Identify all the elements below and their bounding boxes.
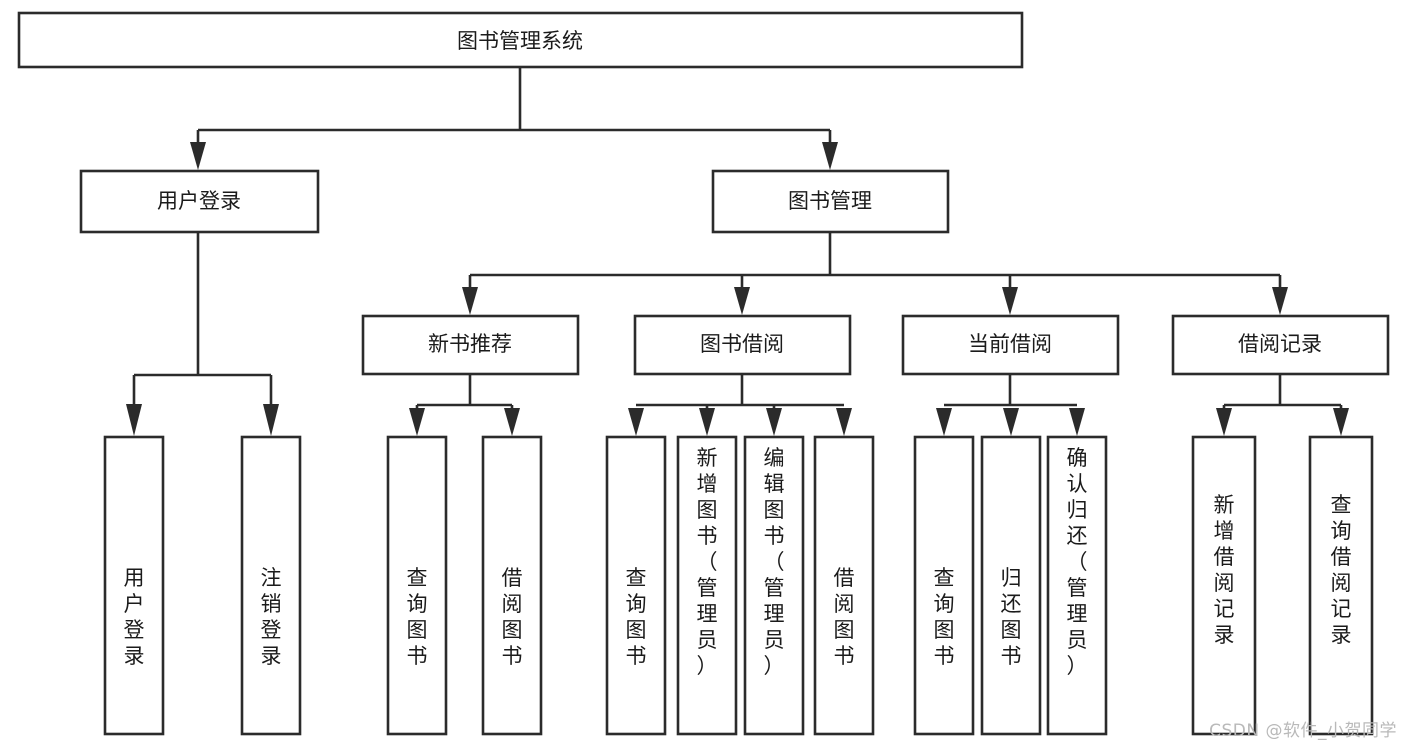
node-root-label: 图书管理系统 bbox=[457, 29, 583, 53]
connector-layer bbox=[126, 67, 1349, 436]
leaf-node-add-book-box[interactable] bbox=[676, 435, 738, 736]
leaf-node-query-book-1-box[interactable] bbox=[386, 435, 448, 736]
node-book-manage[interactable]: 图书管理 bbox=[711, 169, 950, 234]
node-borrow-record-label: 借阅记录 bbox=[1238, 332, 1322, 356]
arrow-to-current-borrow bbox=[1002, 287, 1018, 315]
arrow-to-user-login bbox=[190, 142, 206, 170]
node-borrow-record[interactable]: 借阅记录 bbox=[1171, 314, 1390, 376]
leaf-node-query-book-2-box[interactable] bbox=[605, 435, 667, 736]
leaf-node-query-borrow-record[interactable]: 查询借阅记录 bbox=[1308, 435, 1374, 736]
node-book-manage-label: 图书管理 bbox=[788, 189, 872, 213]
arrow-leaf-4 bbox=[504, 408, 520, 436]
node-user-login-label: 用户登录 bbox=[157, 189, 241, 213]
leaf-node-logout[interactable]: 注销登录 bbox=[240, 435, 302, 736]
node-book-borrow[interactable]: 图书借阅 bbox=[633, 314, 852, 376]
arrow-to-borrow-record bbox=[1272, 287, 1288, 315]
arrow-leaf-8 bbox=[836, 408, 852, 436]
leaf-node-borrow-book-1[interactable]: 借阅图书 bbox=[481, 435, 543, 736]
node-user-login[interactable]: 用户登录 bbox=[79, 169, 320, 234]
leaf-node-query-book-1-label: 查询图书 bbox=[407, 566, 428, 668]
leaf-node-add-book-label: 新增图书（管理员） bbox=[697, 446, 718, 678]
leaf-node-add-borrow-record-box[interactable] bbox=[1191, 435, 1257, 736]
leaf-node-edit-book[interactable]: 编辑图书（管理员） bbox=[743, 435, 805, 736]
node-current-borrow[interactable]: 当前借阅 bbox=[901, 314, 1120, 376]
leaf-node-confirm-return-box[interactable] bbox=[1046, 435, 1108, 736]
node-book-borrow-label: 图书借阅 bbox=[700, 332, 784, 356]
arrow-leaf-1 bbox=[126, 404, 142, 436]
leaf-node-borrow-book-1-box[interactable] bbox=[481, 435, 543, 736]
leaf-node-user-login-box[interactable] bbox=[103, 435, 165, 736]
leaf-node-query-book-3-box[interactable] bbox=[913, 435, 975, 736]
leaf-node-query-book-3[interactable]: 查询图书 bbox=[913, 435, 975, 736]
leaf-node-return-book[interactable]: 归还图书 bbox=[980, 435, 1042, 736]
leaf-node-confirm-return-label: 确认归还（管理员） bbox=[1067, 446, 1088, 678]
leaf-node-logout-box[interactable] bbox=[240, 435, 302, 736]
arrow-leaf-13 bbox=[1333, 408, 1349, 436]
arrow-to-new-books bbox=[462, 287, 478, 315]
leaf-node-query-book-2-label: 查询图书 bbox=[626, 566, 647, 668]
leaf-node-add-borrow-record[interactable]: 新增借阅记录 bbox=[1191, 435, 1257, 736]
node-root[interactable]: 图书管理系统 bbox=[17, 11, 1024, 69]
leaf-node-query-book-2[interactable]: 查询图书 bbox=[605, 435, 667, 736]
leaf-node-borrow-book-2-label: 借阅图书 bbox=[834, 566, 855, 668]
leaf-node-query-book-3-label: 查询图书 bbox=[934, 566, 955, 668]
arrow-leaf-6 bbox=[699, 408, 715, 436]
arrow-leaf-9 bbox=[936, 408, 952, 436]
leaf-node-return-book-label: 归还图书 bbox=[1001, 566, 1022, 668]
leaf-node-query-borrow-record-label: 查询借阅记录 bbox=[1331, 493, 1352, 647]
arrow-leaf-7 bbox=[766, 408, 782, 436]
leaf-node-return-book-box[interactable] bbox=[980, 435, 1042, 736]
leaf-node-borrow-book-2-box[interactable] bbox=[813, 435, 875, 736]
node-new-book-recommend[interactable]: 新书推荐 bbox=[361, 314, 580, 376]
leaf-node-logout-label: 注销登录 bbox=[261, 566, 282, 668]
leaf-node-add-book[interactable]: 新增图书（管理员） bbox=[676, 435, 738, 736]
node-current-borrow-box[interactable] bbox=[901, 314, 1120, 376]
leaf-node-query-book-1[interactable]: 查询图书 bbox=[386, 435, 448, 736]
arrow-leaf-5 bbox=[628, 408, 644, 436]
node-current-borrow-label: 当前借阅 bbox=[968, 332, 1052, 356]
arrow-leaf-10 bbox=[1003, 408, 1019, 436]
leaf-node-add-borrow-record-label: 新增借阅记录 bbox=[1214, 493, 1235, 647]
leaf-node-user-login-label: 用户登录 bbox=[124, 566, 145, 668]
leaf-node-borrow-book-2[interactable]: 借阅图书 bbox=[813, 435, 875, 736]
arrow-to-book-manage bbox=[822, 142, 838, 170]
leaf-node-user-login[interactable]: 用户登录 bbox=[103, 435, 165, 736]
node-new-book-recommend-box[interactable] bbox=[361, 314, 580, 376]
leaf-node-edit-book-label: 编辑图书（管理员） bbox=[764, 446, 785, 678]
arrow-leaf-12 bbox=[1216, 408, 1232, 436]
leaf-node-edit-book-box[interactable] bbox=[743, 435, 805, 736]
arrow-leaf-11 bbox=[1069, 408, 1085, 436]
arrow-leaf-2 bbox=[263, 404, 279, 436]
leaf-node-confirm-return[interactable]: 确认归还（管理员） bbox=[1046, 435, 1108, 736]
leaf-node-query-borrow-record-box[interactable] bbox=[1308, 435, 1374, 736]
node-user-login-box[interactable] bbox=[79, 169, 320, 234]
arrow-to-book-borrow bbox=[734, 287, 750, 315]
node-book-manage-box[interactable] bbox=[711, 169, 950, 234]
node-book-borrow-box[interactable] bbox=[633, 314, 852, 376]
leaf-node-borrow-book-1-label: 借阅图书 bbox=[502, 566, 523, 668]
node-new-book-recommend-label: 新书推荐 bbox=[428, 332, 512, 356]
arrow-leaf-3 bbox=[409, 408, 425, 436]
node-root-box[interactable] bbox=[17, 11, 1024, 69]
node-borrow-record-box[interactable] bbox=[1171, 314, 1390, 376]
